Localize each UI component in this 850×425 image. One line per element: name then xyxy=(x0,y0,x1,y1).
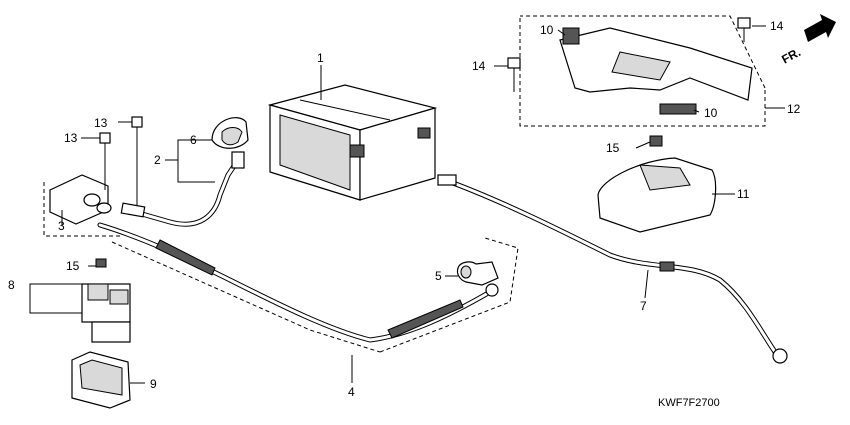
callout-6: 6 xyxy=(190,133,197,147)
callout-4: 4 xyxy=(348,385,355,399)
bolt-14-left xyxy=(507,57,521,92)
bolt-14-right xyxy=(737,17,751,42)
callout-15-right: 15 xyxy=(606,141,620,155)
bolt-13-lower xyxy=(99,132,111,190)
battery xyxy=(267,84,438,201)
direction-label: FR. xyxy=(779,45,803,66)
terminal-cover xyxy=(211,117,249,149)
positive-cable xyxy=(120,151,245,227)
front-direction-arrow-icon xyxy=(804,14,836,42)
relay-holder xyxy=(43,174,122,237)
callout-14-left: 14 xyxy=(472,59,486,73)
callout-12: 12 xyxy=(787,102,801,116)
leader-lines xyxy=(29,25,785,384)
callout-13-lower: 13 xyxy=(64,131,78,145)
callout-5: 5 xyxy=(435,269,442,283)
bolt-13-upper xyxy=(131,116,143,205)
battery-bracket xyxy=(519,15,766,127)
starter-relay xyxy=(81,258,131,343)
callout-11: 11 xyxy=(737,187,750,201)
starter-cable xyxy=(97,222,519,353)
callout-9: 9 xyxy=(150,377,157,391)
callout-7: 7 xyxy=(640,299,647,313)
callout-3: 3 xyxy=(58,219,65,233)
callout-14-right: 14 xyxy=(770,19,784,33)
callout-13-upper: 13 xyxy=(94,116,108,130)
callout-2: 2 xyxy=(154,153,161,167)
relay-cover xyxy=(71,351,131,409)
callout-10-upper: 10 xyxy=(540,23,554,37)
cable-boot xyxy=(456,261,499,286)
callout-8: 8 xyxy=(8,278,15,292)
negative-cable xyxy=(437,174,788,364)
callout-1: 1 xyxy=(317,51,324,65)
callout-15-left: 15 xyxy=(66,259,80,273)
diagram-code: KWF7F2700 xyxy=(658,397,720,409)
fuse-box xyxy=(597,135,717,233)
callout-10-lower: 10 xyxy=(704,106,718,120)
